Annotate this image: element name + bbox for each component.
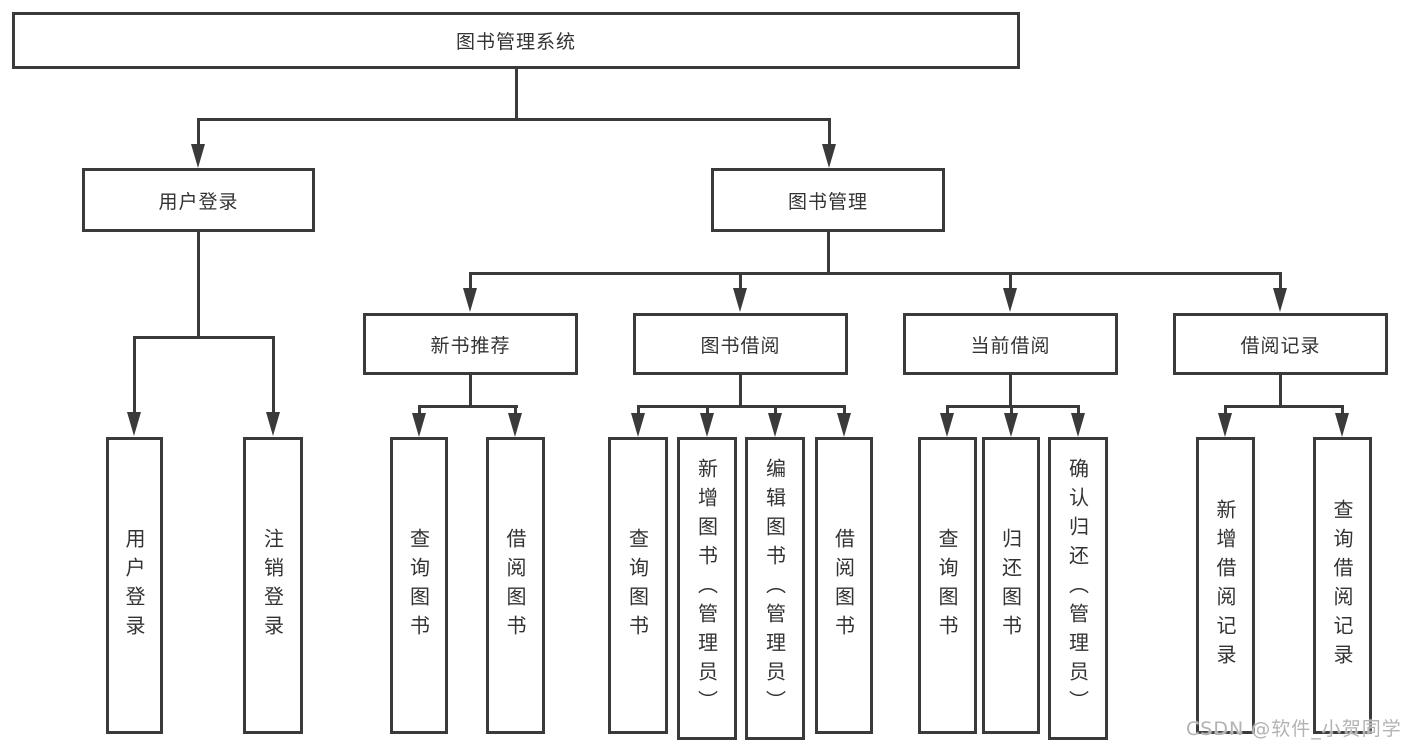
- node-root: 图书管理系统: [12, 12, 1020, 69]
- leaf-query-borrow-record: 查询借阅记录: [1313, 437, 1372, 734]
- arrow-down-icon: [508, 413, 522, 437]
- leaf-add-borrow-record-label: 新增借阅记录: [1213, 498, 1237, 673]
- leaf-user-login: 用户登录: [106, 437, 163, 734]
- arrow-down-icon: [463, 288, 477, 312]
- connector-root-bar: [197, 118, 831, 121]
- connector-current-borrow-stem: [1009, 375, 1012, 407]
- leaf-confirm-return-admin-label: 确认归还（管理员）: [1065, 458, 1090, 719]
- connector-arrow-shaft: [1077, 405, 1080, 415]
- connector-arrow-shaft-leaf-user-login: [133, 336, 136, 414]
- connector-arrow-shaft-new-book: [469, 272, 472, 290]
- connector-arrow-shaft-current-borrow: [1009, 272, 1012, 290]
- connector-root-stem: [515, 69, 518, 120]
- node-borrow-record: 借阅记录: [1173, 313, 1388, 375]
- connector-arrow-shaft: [418, 405, 421, 415]
- connector-arrow-shaft-user-login: [197, 118, 200, 146]
- connector-book-management-stem: [827, 232, 830, 274]
- leaf-user-login-label: 用户登录: [122, 527, 146, 644]
- leaf-edit-books-admin: 编辑图书（管理员）: [745, 437, 805, 740]
- connector-user-login-bar: [133, 336, 275, 339]
- leaf-newbook-query-books: 查询图书: [390, 437, 448, 734]
- leaf-current-query-books-label: 查询图书: [935, 527, 959, 644]
- connector-borrow-record-bar: [1224, 405, 1344, 408]
- node-book-management-label: 图书管理: [787, 190, 868, 213]
- arrow-down-icon: [1273, 288, 1287, 312]
- connector-arrow-shaft-book-borrow: [739, 272, 742, 290]
- leaf-newbook-borrow-books-label: 借阅图书: [503, 527, 527, 644]
- connector-user-login-stem: [197, 232, 200, 338]
- leaf-logout-label: 注销登录: [260, 527, 285, 644]
- node-new-book-recommend-label: 新书推荐: [430, 334, 511, 357]
- leaf-borrow-query-books: 查询图书: [608, 437, 668, 734]
- node-book-borrow-label: 图书借阅: [700, 334, 781, 357]
- connector-arrow-shaft: [843, 405, 846, 415]
- connector-arrow-shaft: [706, 405, 709, 415]
- arrow-down-icon: [837, 413, 851, 437]
- connector-arrow-shaft-book-management: [828, 118, 831, 146]
- leaf-add-books-admin-label: 新增图书（管理员）: [694, 458, 719, 719]
- arrow-down-icon: [1071, 413, 1085, 437]
- node-user-login-label: 用户登录: [158, 190, 239, 213]
- node-current-borrow-label: 当前借阅: [970, 334, 1051, 357]
- node-book-management: 图书管理: [711, 168, 945, 232]
- connector-borrow-record-stem: [1279, 375, 1282, 407]
- node-user-login: 用户登录: [82, 168, 315, 232]
- arrow-down-icon: [700, 413, 714, 437]
- node-book-borrow: 图书借阅: [633, 313, 848, 375]
- connector-new-book-stem: [469, 375, 472, 407]
- connector-arrow-shaft: [1341, 405, 1344, 415]
- arrow-down-icon: [1335, 413, 1349, 437]
- leaf-borrow-query-books-label: 查询图书: [625, 527, 650, 644]
- leaf-newbook-borrow-books: 借阅图书: [486, 437, 545, 734]
- leaf-confirm-return-admin: 确认归还（管理员）: [1048, 437, 1108, 740]
- arrow-down-icon: [733, 288, 747, 312]
- arrow-down-icon: [127, 412, 141, 436]
- connector-arrow-shaft: [637, 405, 640, 415]
- arrow-down-icon: [191, 144, 205, 168]
- connector-arrow-shaft-leaf-logout: [272, 336, 275, 414]
- leaf-edit-books-admin-label: 编辑图书（管理员）: [762, 458, 787, 719]
- connector-arrow-shaft: [946, 405, 949, 415]
- node-current-borrow: 当前借阅: [903, 313, 1118, 375]
- leaf-newbook-query-books-label: 查询图书: [406, 527, 431, 644]
- leaf-add-books-admin: 新增图书（管理员）: [677, 437, 737, 740]
- connector-current-borrow-bar: [946, 405, 1080, 408]
- arrow-down-icon: [822, 144, 836, 168]
- connector-arrow-shaft: [514, 405, 517, 415]
- connector-book-borrow-bar: [637, 405, 846, 408]
- arrow-down-icon: [1004, 413, 1018, 437]
- arrow-down-icon: [1003, 288, 1017, 312]
- arrow-down-icon: [266, 412, 280, 436]
- leaf-return-books: 归还图书: [982, 437, 1040, 734]
- node-borrow-record-label: 借阅记录: [1240, 334, 1321, 357]
- node-new-book-recommend: 新书推荐: [363, 313, 578, 375]
- csdn-watermark: CSDN @软件_小贺同学: [1186, 718, 1402, 740]
- arrow-down-icon: [940, 413, 954, 437]
- arrow-down-icon: [631, 413, 645, 437]
- node-root-label: 图书管理系统: [455, 31, 576, 53]
- arrow-down-icon: [768, 413, 782, 437]
- connector-arrow-shaft: [1010, 405, 1013, 415]
- leaf-current-query-books: 查询图书: [918, 437, 977, 734]
- leaf-return-books-label: 归还图书: [998, 527, 1023, 644]
- leaf-logout: 注销登录: [243, 437, 303, 734]
- leaf-add-borrow-record: 新增借阅记录: [1196, 437, 1255, 734]
- connector-book-management-bar: [469, 272, 1282, 275]
- arrow-down-icon: [412, 413, 426, 437]
- leaf-borrow-books: 借阅图书: [815, 437, 873, 734]
- connector-arrow-shaft: [1224, 405, 1227, 415]
- leaf-query-borrow-record-label: 查询借阅记录: [1330, 498, 1354, 673]
- connector-book-borrow-stem: [739, 375, 742, 407]
- connector-arrow-shaft: [774, 405, 777, 415]
- arrow-down-icon: [1218, 413, 1232, 437]
- connector-new-book-bar: [418, 405, 518, 408]
- leaf-borrow-books-label: 借阅图书: [831, 527, 856, 644]
- connector-arrow-shaft-borrow-record: [1279, 272, 1282, 290]
